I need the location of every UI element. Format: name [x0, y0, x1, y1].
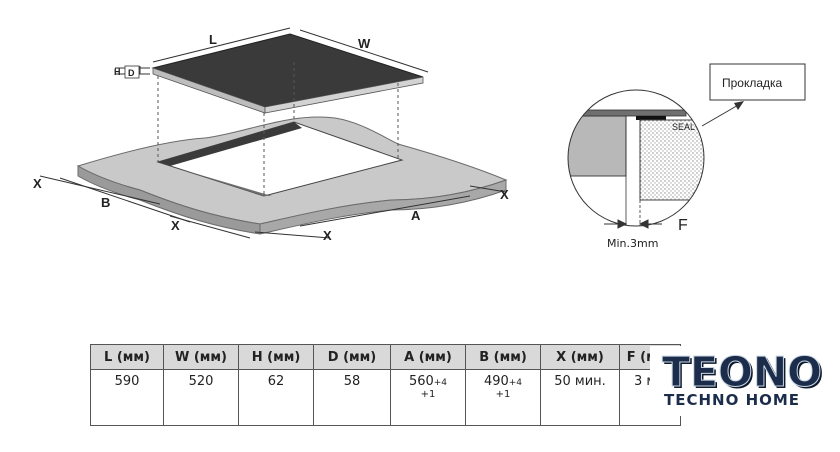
callout-box: [709, 63, 806, 101]
seal-detail: SEAL: [567, 89, 705, 227]
table-row: 590 520 62 58 560+4 +1 490+4 +1 50 мин. …: [90, 369, 681, 426]
hob-dimension-lines: [115, 27, 429, 75]
gap-dimension: [604, 219, 662, 229]
cell-value: 590: [114, 374, 140, 389]
gap-note: Min.3mm: [607, 237, 658, 250]
cell-value: 560: [408, 374, 434, 389]
countertop-section: [568, 115, 627, 177]
cell-d: 58: [313, 369, 391, 426]
label-margin-x-bottom-left: X: [171, 218, 180, 233]
cell-value: 62: [267, 374, 285, 389]
hob-right-edge: [264, 76, 424, 114]
callout-leader: [701, 103, 741, 127]
label-length: L: [209, 32, 217, 47]
glass-section: [568, 109, 687, 117]
cell-l: 590: [90, 369, 164, 426]
brand-logo: TEONO TECHNO HOME: [650, 346, 840, 416]
cell-value: 490: [483, 374, 509, 389]
table-header-row: L (мм) W (мм) H (мм) D (мм) A (мм) B (мм…: [90, 344, 681, 370]
tolerance-lower: +1: [420, 389, 436, 400]
tolerance-lower: +1: [495, 389, 511, 400]
tolerance-upper: +4: [508, 378, 523, 388]
cell-b: 490+4 +1: [465, 369, 541, 426]
projection-lines: [157, 62, 399, 196]
label-depth: D: [128, 68, 135, 78]
header-a: A (мм): [390, 344, 466, 370]
dimensions-table: L (мм) W (мм) H (мм) D (мм) A (мм) B (мм…: [90, 344, 681, 426]
header-b: B (мм): [465, 344, 541, 370]
tolerance-upper: +4: [433, 378, 448, 388]
cell-value: 58: [343, 374, 361, 389]
header-w: W (мм): [163, 344, 239, 370]
label-cutout-a: A: [411, 208, 421, 223]
cell-a: 560+4 +1: [390, 369, 466, 426]
height-label-box: [124, 65, 140, 79]
cell-value: 520: [188, 374, 214, 389]
seal-text: SEAL: [672, 122, 695, 132]
label-height: H: [114, 67, 121, 77]
cell-w: 520: [163, 369, 239, 426]
cell-x: 50 мин.: [540, 369, 620, 426]
header-l: L (мм): [90, 344, 164, 370]
cutout-shadow: [158, 122, 302, 166]
cutout-opening: [156, 121, 404, 197]
callout-text: Прокладка: [722, 76, 783, 90]
callout-arrowhead: [734, 101, 744, 110]
detail-circle: [567, 89, 705, 227]
brand-tagline: TECHNO HOME: [664, 391, 801, 409]
cell-h: 62: [238, 369, 314, 426]
header-d: D (мм): [313, 344, 391, 370]
gap-label: F: [678, 217, 688, 234]
hob: [151, 33, 424, 114]
header-h: H (мм): [238, 344, 314, 370]
hob-glass-top: [151, 33, 424, 108]
label-cutout-b: B: [101, 195, 110, 210]
label-margin-x-left: X: [33, 176, 42, 191]
label-margin-x-right: X: [500, 187, 509, 202]
installation-diagram: L W H D X B X X A X SEAL П: [33, 27, 806, 250]
countertop: [76, 116, 508, 235]
seal-strip: [636, 116, 666, 120]
countertop-right-face: [259, 179, 507, 235]
brand-name: TEONO: [662, 348, 823, 397]
hob-body-section: [639, 119, 704, 201]
label-width: W: [358, 36, 371, 51]
label-margin-x-bottom: X: [323, 228, 332, 243]
cutout-dimension-lines: [39, 175, 507, 239]
header-x: X (мм): [540, 344, 620, 370]
cell-value: 50 мин.: [554, 374, 606, 389]
